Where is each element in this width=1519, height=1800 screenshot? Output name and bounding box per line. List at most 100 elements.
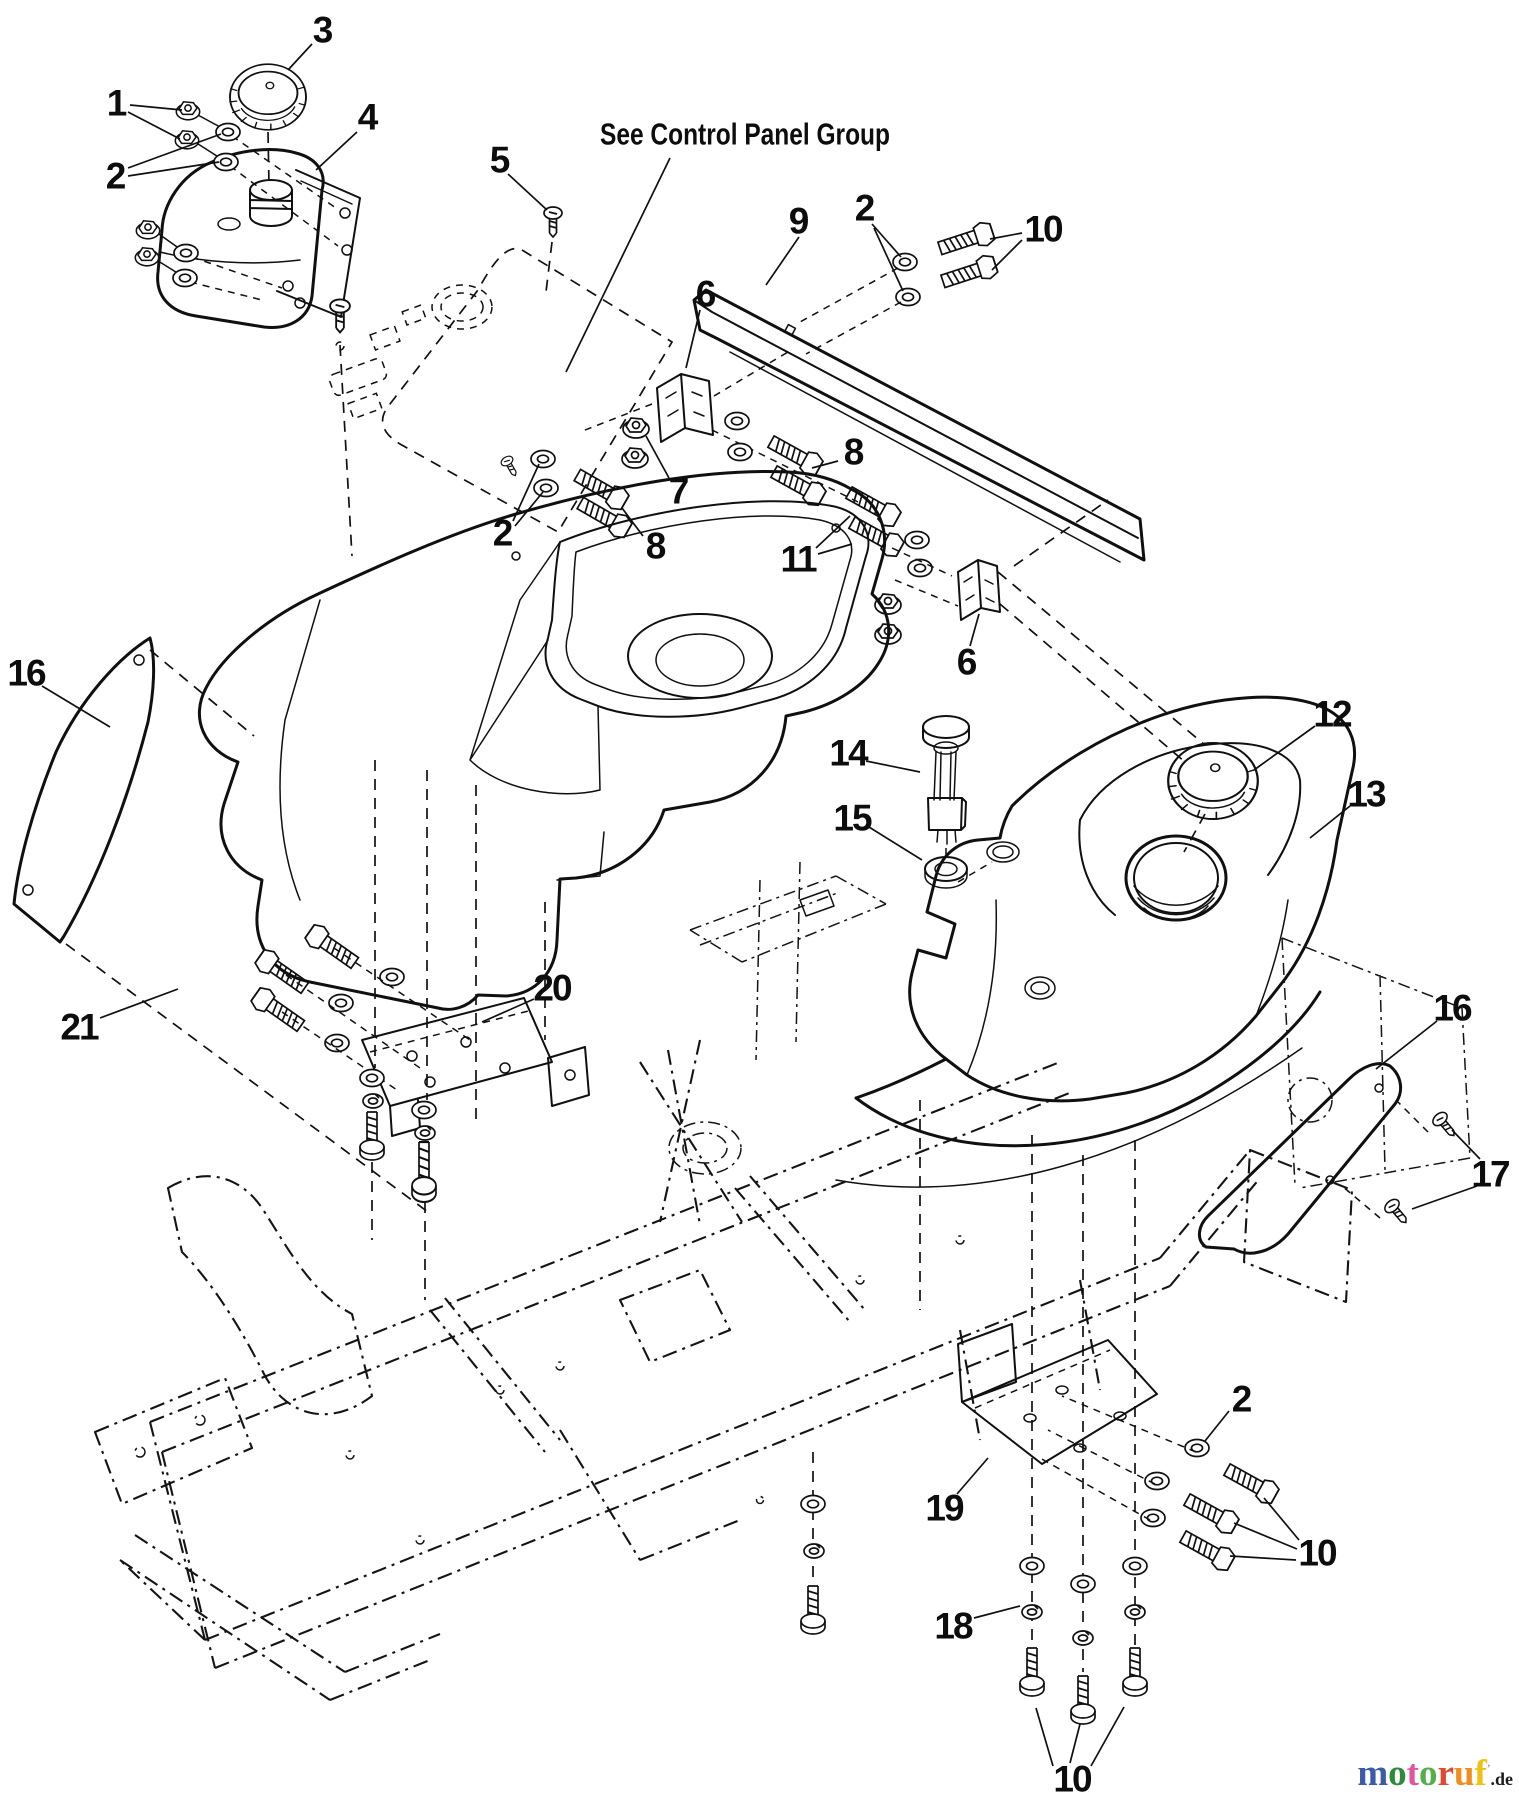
leader-line [865,760,921,773]
part-label-11: 11 [780,539,817,580]
part-label-19: 19 [925,1488,964,1529]
screw-17-icon [1429,1108,1461,1142]
control-panel-note: See Control Panel Group [600,117,890,152]
part-label-8: 8 [646,526,666,567]
washer-icon [904,530,930,550]
washer-icon [727,442,753,462]
console-shell [197,469,891,1011]
bracket-6b [842,481,1206,763]
reservoir-tank-4 [134,63,563,557]
bracket-6a [498,351,859,542]
lock-washer-icon [362,1093,384,1109]
motoruf-logo[interactable]: motoruf’.de [1357,1755,1513,1792]
leader-line [41,685,111,728]
washer-2-icon [530,449,556,469]
screw-icon [498,453,522,480]
washer-icon [800,1494,826,1514]
lock-washer-18-icon [1124,1604,1146,1620]
bolt-10-icon [1220,1458,1282,1508]
washer-icon [328,993,354,1013]
part-label-3: 3 [313,10,333,51]
leader-line [127,161,220,177]
washer-icon [907,558,933,578]
leader-line [817,543,853,555]
logo-letter: t [1406,1753,1419,1794]
leader-line [1411,1185,1478,1210]
fuel-gauge-14 [922,715,993,889]
washer-icon [359,1068,385,1088]
bracket-20 [247,760,590,1300]
nut-7-icon [622,417,650,439]
leader-line [127,133,222,169]
washer-2-icon [1184,1438,1210,1458]
part-label-1: 1 [107,83,127,124]
part-label-21: 21 [60,1007,99,1048]
leader-line [507,173,548,211]
cap-12-icon [1167,741,1259,821]
cap-3-icon [229,63,307,131]
leader-line [1035,1707,1054,1767]
part-label-16: 16 [1433,988,1472,1029]
lock-washer-icon [1072,1630,1094,1646]
leader-line [315,131,358,171]
bolt-10-icon [1122,1647,1148,1697]
leader-line [99,988,179,1019]
part-label-10: 10 [1298,1533,1337,1574]
leader-line [287,43,313,71]
leader-line [956,1457,989,1495]
leader-line [811,460,839,469]
part-label-7: 7 [669,471,688,512]
part-label-2: 2 [493,513,513,554]
leader-line [1309,805,1351,839]
motoruf-logo-word: motoruf [1357,1753,1487,1794]
washer-2-icon [533,478,559,498]
part-label-10: 10 [1053,1759,1092,1800]
logo-letter: u [1453,1753,1475,1794]
leader-line [991,239,1023,271]
part-label-14: 14 [829,733,869,774]
bolt-10-icon [938,252,1000,294]
part-label-12: 12 [1313,694,1352,735]
part-label-18: 18 [934,1606,973,1647]
bolt-icon [359,1111,385,1161]
lock-washer-icon [414,1125,436,1141]
leader-line [973,1605,1021,1619]
lock-washer-icon [803,1543,825,1559]
leader-line [565,157,671,373]
logo-letter: f [1474,1753,1487,1794]
leader-line [969,613,980,647]
bolt-10-icon [1070,1675,1096,1725]
logo-tld: .de [1490,1769,1514,1789]
part-label-4: 4 [358,97,379,138]
leader-line [512,463,540,522]
leader-line [514,491,544,527]
screw-17-icon [1381,1195,1413,1229]
leader-line [1253,725,1316,771]
control-panel-dashed-outline [328,247,674,534]
leader-line [1204,1410,1230,1442]
nut-1-icon [135,220,161,240]
part-label-17: 17 [1471,1154,1509,1195]
leader-line [868,826,923,861]
washer-icon [411,1100,437,1120]
part-label-2: 2 [106,156,126,197]
part-label-9: 9 [789,201,809,242]
logo-letter: r [1437,1753,1454,1794]
washer-icon [1122,1556,1148,1576]
lock-washer-18-icon [1021,1604,1043,1620]
part-label-2: 2 [1232,1379,1252,1420]
leader-line [989,232,1023,240]
screw-5-icon [543,206,563,238]
leader-line [1233,1522,1298,1550]
logo-letter: o [1388,1753,1407,1794]
leader-line [481,998,535,1023]
washer-2-icon [215,122,241,142]
bolt-icon [800,1585,826,1635]
part-label-13: 13 [1347,774,1386,815]
nut-7-icon [621,447,649,469]
leader-line [815,515,851,549]
leader-line [871,223,902,258]
